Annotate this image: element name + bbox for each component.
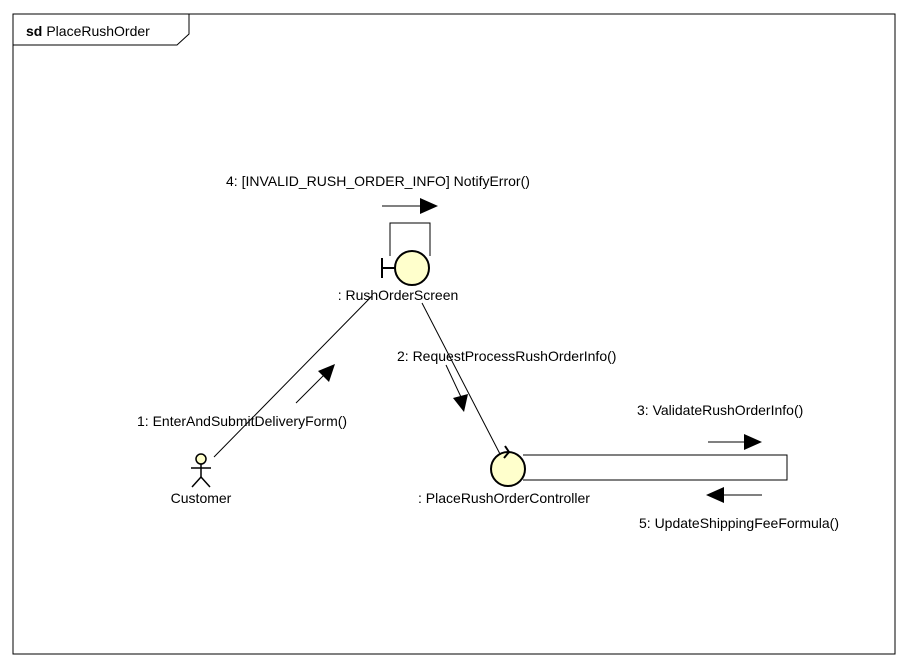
link-screen-controller	[421, 302, 501, 455]
diagram-frame	[12, 13, 896, 655]
frame-tab	[13, 13, 190, 46]
message-arrow-5	[706, 487, 762, 503]
message-arrow-3	[708, 434, 762, 450]
message-label-3: 3: ValidateRushOrderInfo()	[637, 402, 803, 418]
link-customer-screen	[213, 295, 373, 458]
self-link-screen	[389, 222, 431, 256]
lifeline-controller-label: : PlaceRushOrderController	[418, 490, 590, 506]
message-label-2: 2: RequestProcessRushOrderInfo()	[397, 348, 616, 364]
frame-keyword: sd	[26, 23, 42, 39]
lifeline-screen-label: : RushOrderScreen	[338, 287, 459, 303]
actor-customer-icon	[191, 453, 211, 488]
frame-name: PlaceRushOrder	[46, 23, 150, 39]
message-label-4: 4: [INVALID_RUSH_ORDER_INFO] NotifyError…	[226, 173, 530, 189]
boundary-icon	[381, 250, 430, 286]
message-arrow-2	[445, 364, 468, 412]
message-arrow-4	[382, 198, 438, 214]
control-icon	[490, 445, 526, 487]
message-label-5: 5: UpdateShippingFeeFormula()	[639, 515, 839, 531]
message-arrow-1	[295, 364, 335, 404]
self-link-controller	[523, 454, 788, 481]
message-label-1: 1: EnterAndSubmitDeliveryForm()	[137, 413, 347, 429]
lifeline-customer-label: Customer	[171, 490, 232, 506]
